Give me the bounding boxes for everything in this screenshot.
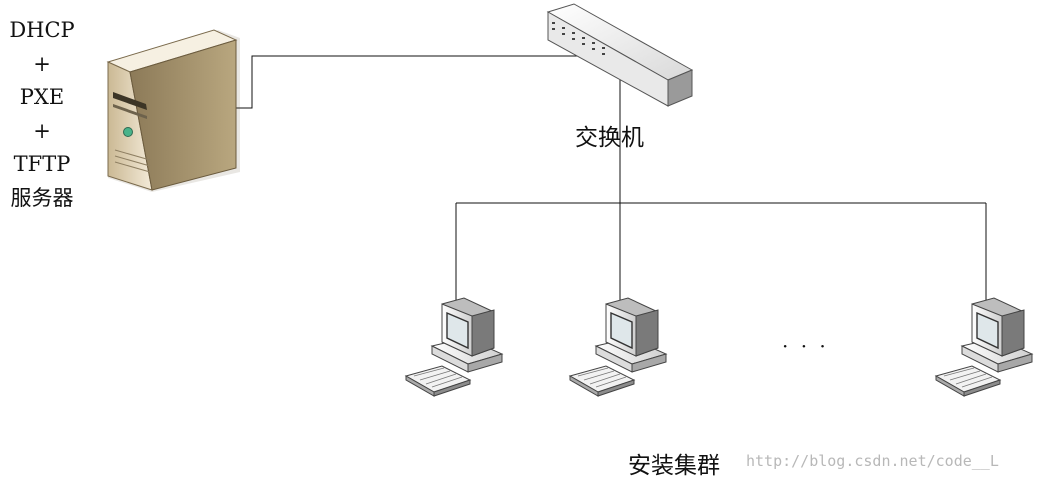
switch-icon bbox=[546, 3, 694, 107]
more-computers-ellipsis: · · · bbox=[782, 334, 829, 358]
server-label-line-3: PXE bbox=[19, 85, 65, 109]
switch-label: 交换机 bbox=[575, 125, 644, 151]
server-label-line-1: DHCP bbox=[9, 18, 75, 42]
connection-lines bbox=[168, 55, 987, 300]
server-label-line-2: + bbox=[33, 51, 51, 76]
switch-port-lights bbox=[552, 22, 605, 55]
computer-1-icon bbox=[404, 297, 504, 397]
server-label: DHCP + PXE + TFTP 服务器 bbox=[0, 14, 84, 215]
server-side bbox=[129, 39, 237, 191]
server-label-line-4: + bbox=[33, 118, 51, 143]
watermark-text: http://blog.csdn.net/code__L bbox=[746, 452, 999, 470]
computer-3-icon bbox=[934, 297, 1034, 397]
cluster-label: 安装集群 bbox=[628, 453, 720, 479]
server-label-line-6: 服务器 bbox=[10, 185, 74, 210]
server-label-line-5: TFTP bbox=[13, 152, 71, 176]
switch-side bbox=[667, 69, 693, 107]
server-icon bbox=[106, 29, 240, 192]
computer-2-icon bbox=[568, 297, 668, 397]
